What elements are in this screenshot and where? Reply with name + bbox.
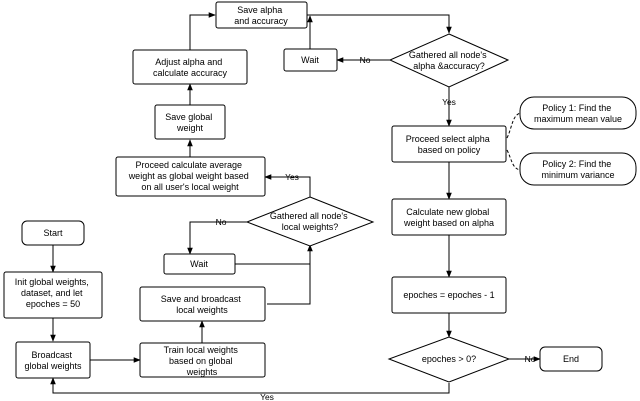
end-label: End — [563, 354, 579, 364]
epoch-check-decision — [387, 336, 511, 383]
select-alpha-label-line-2: based on policy — [418, 145, 481, 155]
wait-top-node — [283, 48, 338, 72]
edge-label-no-wait-top: No — [360, 55, 371, 65]
edge-epochcheck-broadcast — [50, 377, 450, 394]
train-label-line-3: weights — [186, 367, 218, 377]
edge-label-yes-calc: Yes — [285, 172, 299, 182]
edge-labels: No Yes Yes No No Yes — [216, 55, 536, 401]
policy1-node — [519, 96, 637, 130]
broadcast-label-line-1: Broadcast — [31, 350, 72, 360]
save-alpha-label-line-2: and accuracy — [234, 16, 288, 26]
adjust-alpha-label-line-2: calculate accuracy — [153, 68, 228, 78]
edge-gatherlocal-waitbottom — [187, 221, 247, 255]
epoch-update-label: epoches = epoches - 1 — [403, 290, 494, 300]
gather-alpha-label-line-2: alpha &accuracy? — [413, 61, 485, 71]
wait-bottom-node — [163, 253, 236, 275]
save-broadcast-label: Save and broadcast local weights — [161, 294, 244, 315]
save-global-node — [154, 104, 226, 140]
init-node — [3, 271, 103, 319]
calc-average-label: Proceed calculate average weight as glob… — [128, 160, 252, 192]
save-global-label-line-1: Save global — [165, 112, 212, 122]
calc-average-node — [115, 156, 266, 197]
edge-label-no-wait-bottom: No — [216, 217, 227, 227]
select-alpha-label: Proceed select alpha based on policy — [406, 134, 493, 155]
save-alpha-label-line-1: Save alpha — [237, 5, 282, 15]
adjust-alpha-node — [132, 49, 248, 85]
save-alpha-label: Save alpha and accuracy — [234, 5, 288, 26]
calc-new-global-node — [391, 198, 507, 236]
select-alpha-label-line-1: Proceed select alpha — [406, 134, 490, 144]
edges — [50, 12, 541, 394]
policy2-label-line-2: minimum variance — [541, 170, 614, 180]
gather-alpha-label: Gathered all node's alpha &accuracy? — [409, 50, 489, 71]
start-node — [21, 220, 85, 246]
calc-average-label-line-3: on all user's local weight — [141, 182, 239, 192]
epoch-check-label-line: epoches > 0? — [422, 354, 476, 364]
start-label: Start — [43, 228, 63, 238]
policy2-label: Policy 2: Find the minimum variance — [541, 159, 614, 180]
end-label-line: End — [563, 354, 579, 364]
save-global-label-line-2: weight — [176, 123, 204, 133]
adjust-alpha-label-line-1: Adjust alpha and — [155, 57, 222, 67]
policy1-label-line-2: maximum mean value — [534, 114, 622, 124]
wait-bottom-label-line: Wait — [190, 259, 208, 269]
epoch-update-label-line: epoches = epoches - 1 — [403, 290, 494, 300]
save-alpha-node — [215, 1, 308, 29]
broadcast-node — [15, 341, 91, 379]
calc-average-label-line-1: Proceed calculate average — [135, 160, 242, 170]
node-labels: Start Init global weights, dataset, and … — [15, 5, 622, 377]
edge-savealpha-gatheralpha — [307, 14, 452, 34]
start-label-line: Start — [43, 228, 63, 238]
epoch-update-node — [391, 276, 507, 314]
wait-top-label-line: Wait — [301, 55, 319, 65]
wait-top-label: Wait — [301, 55, 319, 65]
wait-bottom-label: Wait — [190, 259, 208, 269]
gather-local-label: Gathered all node's local weights? — [270, 211, 350, 232]
nodes — [3, 1, 637, 383]
gather-alpha-decision — [388, 33, 510, 88]
edge-savebroadcast-gatherlocal — [267, 244, 313, 305]
edge-label-no-end: No — [525, 354, 536, 364]
calc-new-global-label-line-2: weight based on alpha — [403, 218, 494, 228]
init-label-line-1: Init global weights, — [15, 277, 89, 287]
policy2-node — [519, 152, 637, 186]
gather-local-label-line-2: local weights? — [282, 222, 339, 232]
edge-gatherlocal-calcaverage — [264, 174, 311, 197]
edge-label-yes-loop: Yes — [260, 392, 274, 401]
save-broadcast-label-line-1: Save and broadcast — [161, 294, 242, 304]
edge-adjustalpha-savealpha — [189, 12, 216, 50]
gather-alpha-label-line-1: Gathered all node's — [409, 50, 487, 60]
calc-new-global-label-line-1: Calculate new global — [406, 207, 489, 217]
init-label: Init global weights, dataset, and let ep… — [15, 277, 92, 309]
edge-label-yes-select: Yes — [442, 97, 456, 107]
policy1-label: Policy 1: Find the maximum mean value — [534, 103, 622, 124]
gather-local-label-line-1: Gathered all node's — [270, 211, 348, 221]
policy2-label-line-1: Policy 2: Find the — [542, 159, 611, 169]
calc-average-label-line-2: weight as global weight based — [128, 171, 249, 181]
init-label-line-2: dataset, and let — [21, 288, 83, 298]
end-node — [539, 346, 603, 372]
select-alpha-node — [391, 125, 507, 163]
edge-policy1-dashed — [506, 112, 521, 139]
train-label-line-2: based on global — [169, 356, 233, 366]
save-global-label: Save global weight — [165, 112, 215, 133]
train-node — [139, 342, 266, 378]
save-broadcast-node — [139, 286, 266, 322]
epoch-check-label: epoches > 0? — [422, 354, 476, 364]
save-broadcast-label-line-2: local weights — [176, 305, 228, 315]
edge-policy2-dashed — [506, 149, 521, 171]
adjust-alpha-label: Adjust alpha and calculate accuracy — [153, 57, 228, 78]
gather-local-decision — [245, 196, 375, 247]
init-label-line-3: epoches = 50 — [26, 299, 80, 309]
calc-new-global-label: Calculate new global weight based on alp… — [403, 207, 494, 228]
broadcast-label: Broadcast global weights — [24, 350, 82, 371]
policy1-label-line-1: Policy 1: Find the — [542, 103, 611, 113]
broadcast-label-line-2: global weights — [24, 361, 82, 371]
train-label-line-1: Train local weights — [164, 345, 239, 355]
train-label: Train local weights based on global weig… — [164, 345, 241, 377]
